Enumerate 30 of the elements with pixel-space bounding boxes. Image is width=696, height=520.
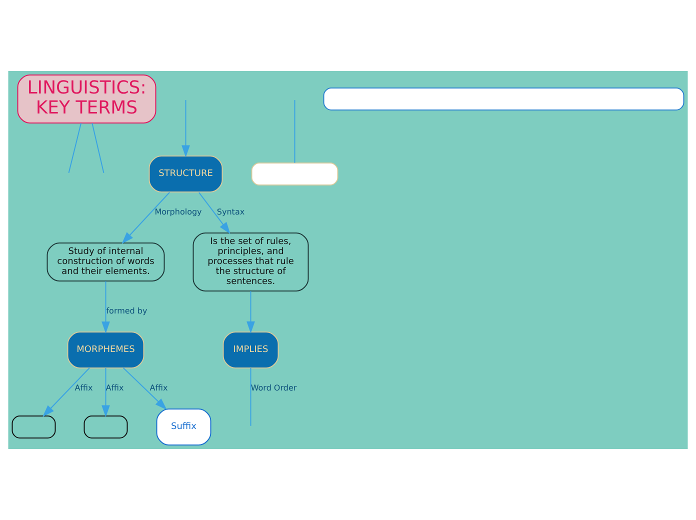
- node-box: STRUCTURE: [148, 156, 223, 192]
- edge-label: Affix: [74, 383, 93, 392]
- node-box: Is the set of rules, principles, and processes that rule the structure of sentences.: [192, 232, 309, 292]
- edge-label: Affix: [150, 383, 168, 392]
- node-box: IMPLIES: [222, 332, 279, 368]
- edge-label: Syntax: [216, 207, 245, 216]
- arrow: [182, 100, 190, 158]
- arrow: [122, 192, 170, 244]
- edge-label: Affix: [106, 383, 124, 392]
- arrow: [122, 368, 167, 410]
- connector: [250, 368, 252, 426]
- arrow: [42, 368, 90, 417]
- edge-label: formed by: [106, 306, 148, 316]
- arrow: [246, 290, 255, 334]
- connector: [294, 100, 296, 164]
- node-box: [12, 416, 56, 438]
- arrow: [198, 192, 230, 234]
- arrow: [102, 368, 110, 418]
- connector: [92, 122, 104, 174]
- node-box: Study of internal construction of words and their elements.: [46, 242, 165, 282]
- connector: [68, 122, 82, 174]
- edge-label: Morphology: [154, 207, 202, 216]
- node-box: [84, 416, 128, 438]
- edge-label: Word Order: [250, 383, 297, 392]
- arrow: [102, 280, 110, 334]
- node-box: LINGUISTICS: KEY TERMS: [17, 74, 156, 124]
- node-box: Suffix: [156, 408, 212, 446]
- node-box: [251, 162, 338, 186]
- node-box: [323, 88, 684, 110]
- node-box: MORPHEMES: [67, 332, 144, 368]
